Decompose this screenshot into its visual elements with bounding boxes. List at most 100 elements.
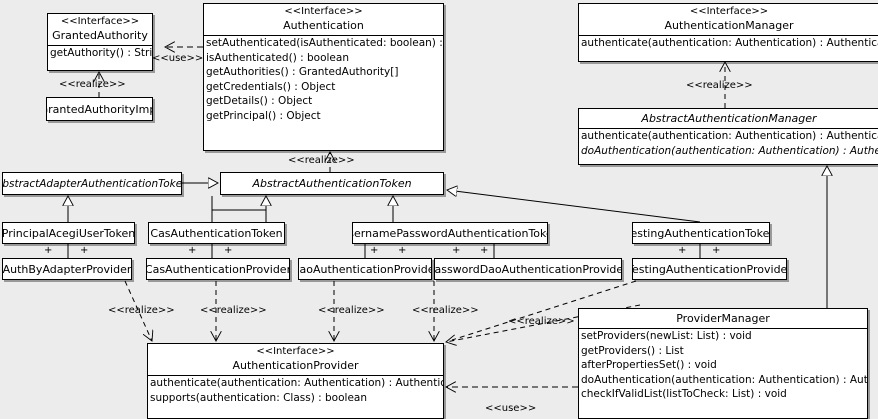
member-row: afterPropertiesSet() : void (581, 359, 717, 371)
class-name: CasAuthenticationProvider (146, 262, 290, 276)
member-row: authenticate(authentication: Authenticat… (150, 377, 444, 389)
association-end-marker: + (398, 245, 407, 256)
member-row: doAuthentication(authentication: Authent… (581, 373, 868, 386)
class-header: AbstractAdapterAuthenticationToken (3, 173, 181, 194)
class-header: PasswordDaoAuthenticationProvider (435, 259, 621, 279)
class-testing-authentication-token[interactable]: TestingAuthenticationToken (632, 222, 770, 244)
class-authentication-provider[interactable]: <<Interface>> AuthenticationProvider aut… (147, 343, 444, 419)
association-end-marker: + (80, 245, 89, 256)
class-header: AbstractAuthenticationToken (221, 173, 443, 194)
edge-label-realize-provider-manager: <<realize>> (508, 316, 575, 327)
class-members: authenticate(authentication: Authenticat… (579, 128, 878, 158)
class-granted-authority[interactable]: <<Interface>> GrantedAuthority getAuthor… (47, 13, 153, 71)
class-name: TestingAuthenticationToken (632, 226, 770, 240)
class-header: <<Interface>> GrantedAuthority (48, 14, 152, 45)
class-cas-authentication-provider[interactable]: CasAuthenticationProvider (146, 258, 290, 280)
member-row: doAuthentication(authentication: Authent… (581, 144, 878, 157)
class-granted-authority-impl[interactable]: GrantedAuthorityImpl (46, 97, 153, 121)
member-row: setProviders(newList: List) : void (581, 330, 752, 342)
member-row: checkIfValidList(listToCheck: List) : vo… (581, 388, 787, 400)
class-header: CasAuthenticationProvider (147, 259, 289, 279)
class-header: UsernamePasswordAuthenticationToken (353, 223, 547, 243)
class-header: DaoAuthenticationProvider (299, 259, 431, 279)
class-name: AbstractAdapterAuthenticationToken (2, 177, 182, 190)
class-name: AuthByAdapterProvider (2, 262, 132, 276)
class-header: TestingAuthenticationToken (633, 223, 769, 243)
class-name: AuthenticationManager (664, 19, 794, 32)
class-name: AbstractAuthenticationToken (252, 177, 412, 190)
class-header: ProviderManager (579, 309, 867, 328)
edge-label-realize-manager-abstract: <<realize>> (686, 80, 753, 91)
association-end-marker: + (370, 245, 379, 256)
association-end-marker: + (44, 245, 53, 256)
member-row: authenticate(authentication: Authenticat… (581, 130, 878, 142)
class-header: <<Interface>> Authentication (204, 4, 443, 35)
class-password-dao-authentication-provider[interactable]: PasswordDaoAuthenticationProvider (434, 258, 622, 280)
edge-label-realize-dao-provider: <<realize>> (318, 305, 385, 316)
class-members: getAuthority() : String (48, 45, 152, 61)
class-header: GrantedAuthorityImpl (47, 98, 152, 120)
class-abstract-adapter-authentication-token[interactable]: AbstractAdapterAuthenticationToken (2, 172, 182, 195)
class-members: authenticate(authentication: Authenticat… (148, 375, 443, 405)
edge-label-realize-cas-provider: <<realize>> (200, 305, 267, 316)
class-header: CasAuthenticationToken (149, 223, 284, 243)
association-end-marker: + (480, 245, 489, 256)
member-row: getCredentials() : Object (206, 80, 336, 93)
member-row: getDetails() : Object (206, 95, 313, 107)
class-auth-by-adapter-provider[interactable]: AuthByAdapterProvider (2, 258, 132, 280)
class-header: PrincipalAcegiUserToken (3, 223, 134, 243)
class-name: CasAuthenticationToken (150, 226, 283, 240)
class-name: AbstractAuthenticationManager (641, 112, 817, 125)
class-username-password-authentication-token[interactable]: UsernamePasswordAuthenticationToken (352, 222, 548, 244)
class-name: AuthenticationProvider (232, 359, 359, 372)
member-row: getPrincipal() : Object (206, 109, 321, 122)
member-row: getAuthority() : String (50, 47, 153, 59)
edge-label-realize-auth-by-adapter: <<realize>> (108, 305, 175, 316)
association-end-marker: + (452, 245, 461, 256)
stereotype-label: <<Interface>> (60, 16, 140, 27)
class-name: DaoAuthenticationProvider (298, 262, 432, 276)
class-name: PasswordDaoAuthenticationProvider (434, 262, 622, 276)
association-end-marker: + (712, 245, 721, 256)
member-row: setAuthenticated(isAuthenticated: boolea… (206, 37, 444, 49)
member-row: getAuthorities() : GrantedAuthority[] (206, 66, 399, 78)
association-end-marker: + (188, 245, 197, 256)
class-principal-acegi-user-token[interactable]: PrincipalAcegiUserToken (2, 222, 135, 244)
class-provider-manager[interactable]: ProviderManager setProviders(newList: Li… (578, 308, 868, 419)
class-members: authenticate(authentication: Authenticat… (579, 35, 878, 51)
member-row: authenticate(authentication: Authenticat… (581, 37, 878, 49)
class-cas-authentication-token[interactable]: CasAuthenticationToken (148, 222, 285, 244)
edge-label-realize-granted-impl: <<realize>> (59, 79, 126, 90)
stereotype-label: <<Interface>> (256, 346, 335, 357)
class-members: setProviders(newList: List) : void getPr… (579, 328, 867, 402)
class-header: AbstractAuthenticationManager (579, 109, 878, 128)
class-abstract-authentication-manager[interactable]: AbstractAuthenticationManager authentica… (578, 108, 878, 165)
class-authentication[interactable]: <<Interface>> Authentication setAuthenti… (203, 3, 444, 151)
class-name: Authentication (283, 19, 364, 32)
class-header: TestingAuthenticationProvider (633, 259, 786, 279)
class-name: UsernamePasswordAuthenticationToken (353, 226, 547, 240)
class-members: setAuthenticated(isAuthenticated: boolea… (204, 35, 443, 123)
class-dao-authentication-provider[interactable]: DaoAuthenticationProvider (298, 258, 432, 280)
edge-label-realize-password-dao-provider: <<realize>> (412, 305, 479, 316)
edge-label-realize-authentication-token: <<realize>> (288, 155, 355, 166)
association-end-marker: + (678, 245, 687, 256)
class-header: <<Interface>> AuthenticationManager (579, 4, 878, 35)
class-testing-authentication-provider[interactable]: TestingAuthenticationProvider (632, 258, 787, 280)
stereotype-label: <<Interface>> (689, 6, 769, 17)
member-row: supports(authentication: Class) : boolea… (150, 391, 367, 404)
class-abstract-authentication-token[interactable]: AbstractAuthenticationToken (220, 172, 444, 195)
association-end-marker: + (224, 245, 233, 256)
class-name: TestingAuthenticationProvider (632, 262, 787, 276)
class-authentication-manager[interactable]: <<Interface>> AuthenticationManager auth… (578, 3, 878, 62)
class-name: GrantedAuthorityImpl (46, 102, 152, 116)
member-row: getProviders() : List (581, 344, 684, 357)
class-name: ProviderManager (676, 312, 770, 325)
class-header: <<Interface>> AuthenticationProvider (148, 344, 443, 375)
class-name: PrincipalAcegiUserToken (2, 226, 135, 240)
member-row: isAuthenticated() : boolean (206, 51, 349, 64)
edge-label-use-provider-manager: <<use>> (485, 403, 537, 414)
class-header: AuthByAdapterProvider (3, 259, 131, 279)
class-name: GrantedAuthority (52, 29, 148, 42)
